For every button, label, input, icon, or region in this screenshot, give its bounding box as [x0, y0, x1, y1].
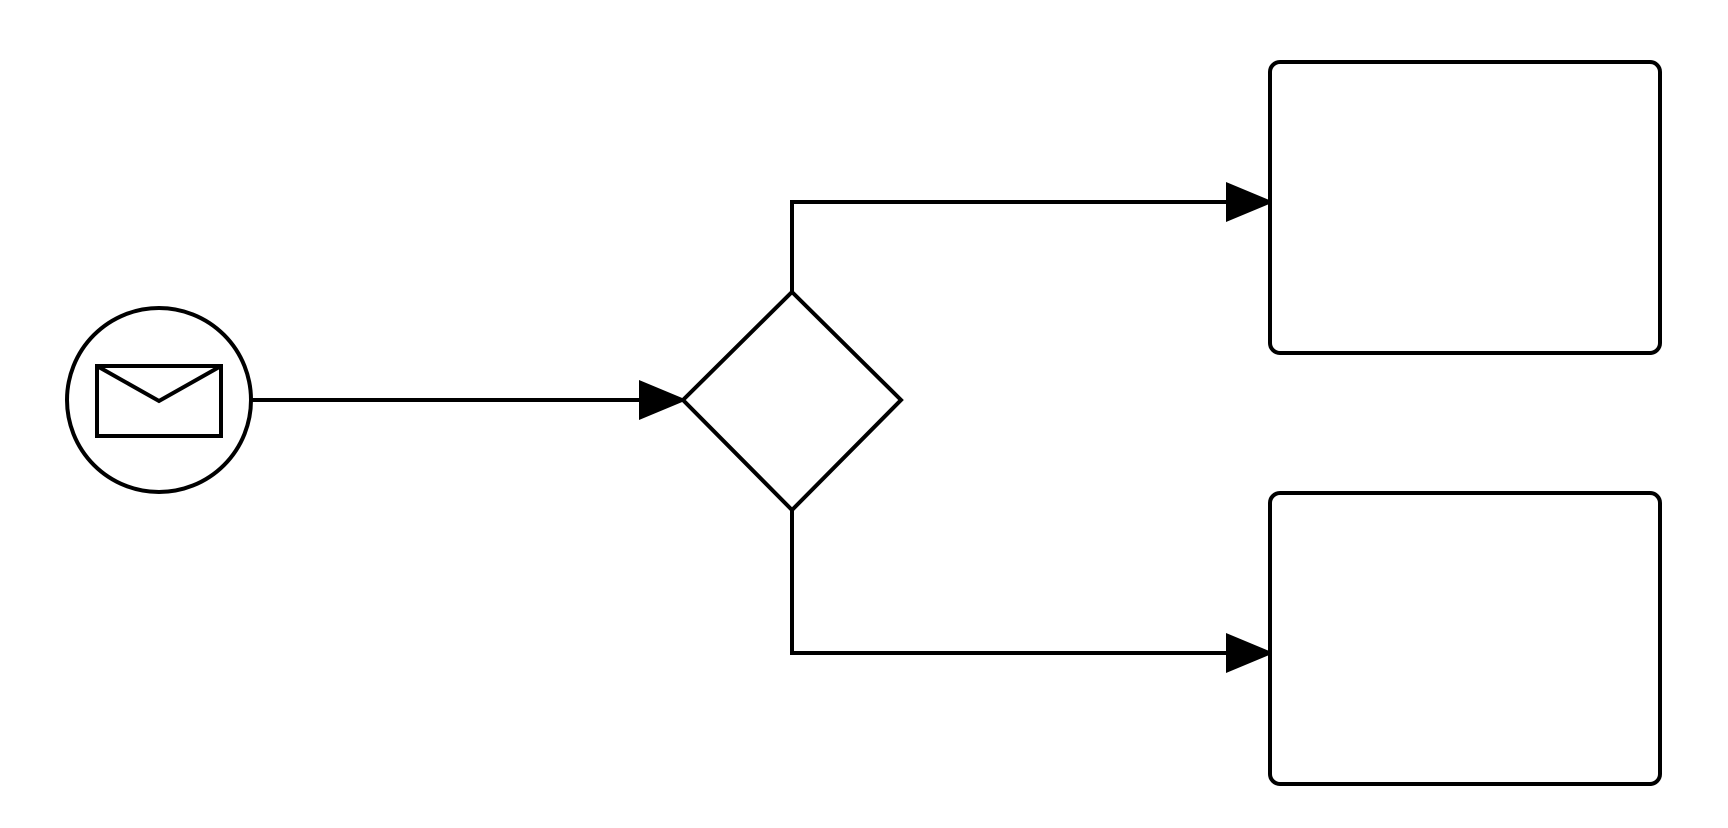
envelope-icon [95, 364, 223, 438]
exclusive-gateway[interactable] [680, 289, 904, 513]
task-2[interactable] [1268, 491, 1662, 786]
task-1[interactable] [1268, 60, 1662, 355]
sequence-flows [250, 182, 1274, 673]
message-start-event[interactable] [65, 306, 253, 494]
flow-gateway-to-task-1[interactable] [790, 182, 1274, 292]
flow-gateway-to-task-2[interactable] [790, 510, 1274, 673]
